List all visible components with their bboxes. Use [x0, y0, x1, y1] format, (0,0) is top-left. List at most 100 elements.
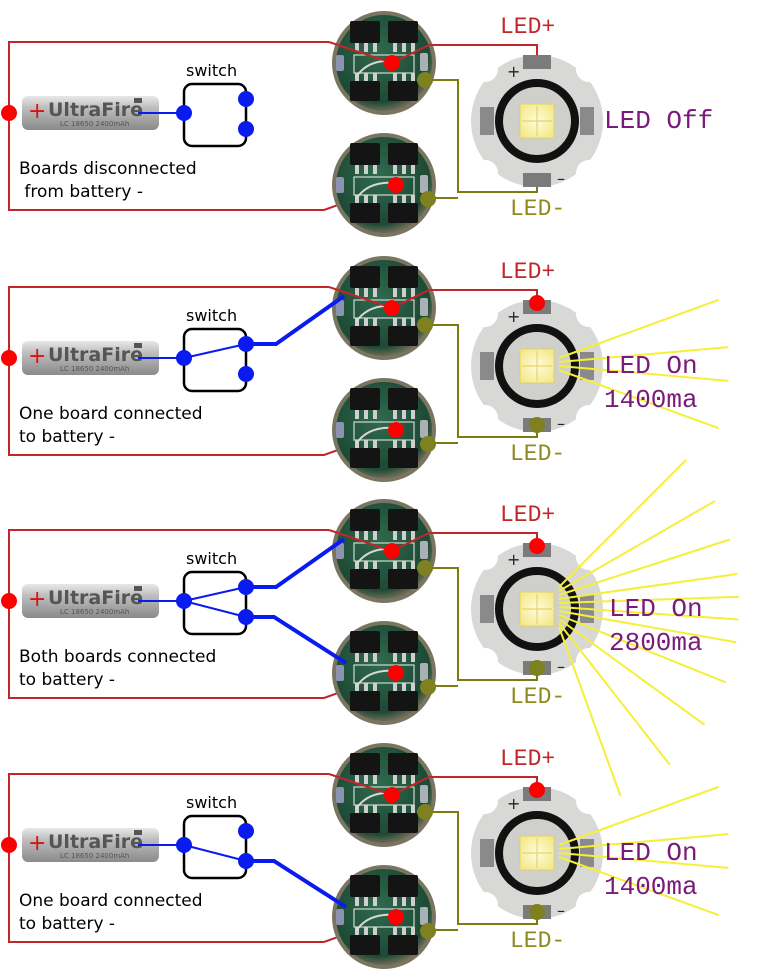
battery-model: LC 18650 2400mAh: [60, 120, 129, 128]
switch-contact: [183, 586, 247, 602]
light-ray: [558, 785, 720, 846]
light-ray: [558, 365, 729, 382]
led-status-line2: 1400ma: [604, 385, 698, 415]
switch-box[interactable]: [182, 327, 248, 393]
led-plus-wire: [328, 529, 538, 553]
board-positive-node: [388, 909, 404, 925]
board-positive-node: [384, 300, 400, 316]
switch-bottom-node: [238, 853, 254, 869]
led-minus-label: LED-: [510, 441, 566, 467]
led-status-line2: 2800ma: [609, 628, 703, 658]
led-plus-mark: +: [507, 550, 520, 569]
led-plus-wire: [328, 773, 538, 797]
switch-contact: [183, 600, 247, 618]
battery-model: LC 18650 2400mAh: [60, 365, 129, 373]
switch-top-node: [238, 823, 254, 839]
board-negative-node: [417, 804, 433, 820]
led-status-line1: LED Off: [604, 106, 714, 136]
board-1-ground-wire: [246, 294, 346, 346]
switch-box[interactable]: [182, 82, 248, 148]
battery-positive-node: [1, 837, 17, 853]
battery-brand: UltraFire: [48, 344, 143, 366]
light-ray: [558, 618, 706, 726]
battery-minus-symbol: –: [138, 103, 146, 122]
panel-caption-line2: to battery -: [19, 427, 116, 447]
led-minus-node: [529, 904, 545, 920]
light-ray: [558, 626, 622, 797]
driver-board: [332, 378, 436, 482]
light-ray: [558, 369, 720, 430]
light-ray: [558, 538, 731, 596]
light-ray: [558, 595, 739, 604]
panel-caption-line1: Boards disconnected: [19, 159, 197, 179]
switch-contact: [183, 844, 247, 862]
light-ray: [558, 346, 729, 363]
led-star: +–: [471, 55, 603, 188]
led-plus-label: LED+: [500, 14, 556, 40]
board-negative-node: [417, 317, 433, 333]
board-negative-node: [417, 560, 433, 576]
board-positive-node: [388, 422, 404, 438]
battery-model: LC 18650 2400mAh: [60, 852, 129, 860]
led-minus-wire: [429, 79, 538, 193]
board-positive-node: [384, 787, 400, 803]
switch-top-node: [238, 91, 254, 107]
led-minus-label: LED-: [510, 684, 566, 710]
led-plus-label: LED+: [500, 502, 556, 528]
board-1-ground-wire: [246, 537, 346, 589]
switch-label: switch: [186, 306, 238, 325]
panel-caption-line2: to battery -: [19, 914, 116, 934]
led-plus-node: [529, 782, 545, 798]
led-plus-mark: +: [507, 62, 520, 81]
light-ray: [558, 614, 727, 684]
led-plus-wire: [328, 41, 538, 65]
battery-positive-node: [1, 105, 17, 121]
switch-top-node: [238, 336, 254, 352]
battery-minus-symbol: –: [138, 835, 146, 854]
battery-plus-symbol: +: [28, 99, 46, 124]
led-plus-mark: +: [507, 794, 520, 813]
light-ray: [558, 298, 720, 359]
led-minus-node: [529, 660, 545, 676]
board-positive-node: [384, 543, 400, 559]
light-ray: [558, 610, 737, 644]
battery-brand: UltraFire: [48, 831, 143, 853]
light-ray: [558, 572, 738, 600]
board-negative-node: [417, 72, 433, 88]
battery-positive-node: [1, 593, 17, 609]
board-2-ground-wire: [246, 859, 348, 909]
led-plus-node: [529, 538, 545, 554]
board-positive-node: [388, 665, 404, 681]
battery-brand: UltraFire: [48, 99, 143, 121]
light-ray: [558, 852, 729, 869]
led-minus-mark: –: [557, 901, 565, 920]
led-plus-node: [529, 295, 545, 311]
led-minus-mark: –: [557, 169, 565, 188]
board-negative-node: [420, 679, 436, 695]
light-rays: [558, 459, 739, 797]
battery-positive-node: [1, 350, 17, 366]
led-minus-mark: –: [557, 657, 565, 676]
battery-plus-symbol: +: [28, 344, 46, 369]
led-status-line1: LED On: [604, 838, 698, 868]
switch-bottom-node: [238, 609, 254, 625]
switch-bottom-node: [238, 121, 254, 137]
light-ray: [558, 856, 720, 917]
board-positive-node: [384, 55, 400, 71]
led-plus-label: LED+: [500, 259, 556, 285]
light-ray: [558, 500, 716, 592]
led-star: +–: [471, 300, 603, 433]
switch-label: switch: [186, 61, 238, 80]
battery-model: LC 18650 2400mAh: [60, 608, 129, 616]
panel-caption-line1: Both boards connected: [19, 647, 217, 667]
led-minus-label: LED-: [510, 928, 566, 954]
board-negative-node: [420, 436, 436, 452]
light-ray: [558, 606, 739, 621]
switch-contact: [183, 343, 247, 359]
switch-common-node: [176, 105, 192, 121]
led-status-line2: 1400ma: [604, 872, 698, 902]
